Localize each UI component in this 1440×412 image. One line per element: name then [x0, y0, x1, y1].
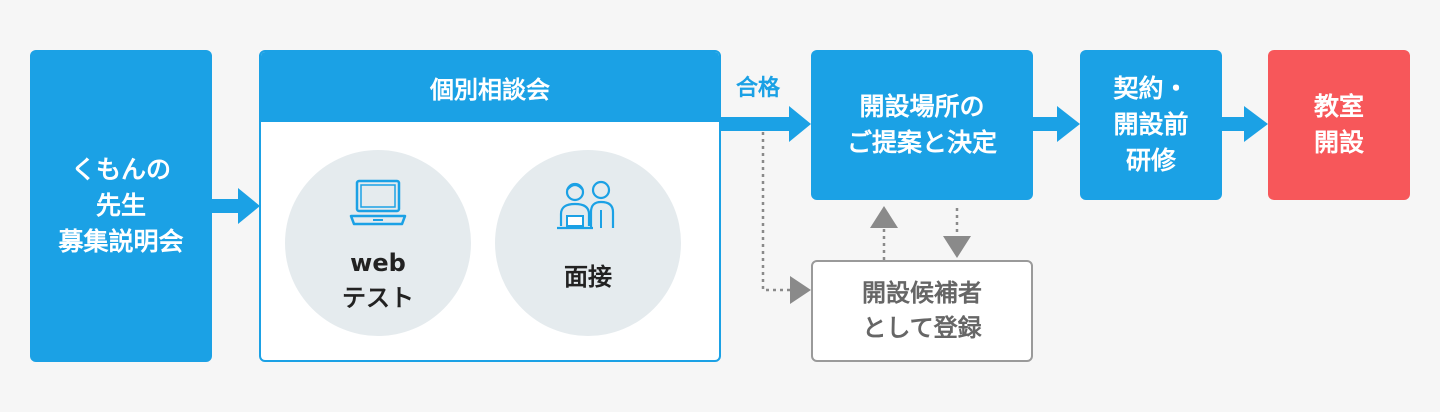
- interview-people-icon: [557, 180, 615, 230]
- dotted-arrow-candidate-to-proposal: [870, 206, 898, 260]
- interview-label: 面接: [564, 263, 612, 291]
- consultation-title: 個別相談会: [261, 52, 719, 122]
- interview-circle: 面接: [495, 150, 681, 336]
- arrow-contract-to-opening: [1222, 106, 1268, 142]
- pass-label: 合格: [736, 76, 781, 101]
- arrow-consultation-to-proposal: [719, 106, 811, 142]
- step-opening: 教室 開設: [1268, 50, 1410, 200]
- dotted-arrow-to-candidate: [761, 132, 811, 304]
- step-briefing: くもんの 先生 募集説明会: [30, 50, 212, 362]
- web-test-circle: web テスト: [285, 150, 471, 336]
- web-test-label: web テスト: [342, 249, 414, 312]
- dotted-arrow-proposal-to-candidate: [943, 208, 971, 258]
- laptop-icon: [349, 179, 407, 226]
- step-contract: 契約・ 開設前 研修: [1080, 50, 1222, 200]
- arrow-briefing-to-consultation: [212, 188, 260, 224]
- step-candidate-registration: 開設候補者 として登録: [811, 260, 1033, 362]
- step-proposal: 開設場所の ご提案と決定: [811, 50, 1033, 200]
- step-consultation-panel: 個別相談会 web テスト 面接: [259, 50, 721, 362]
- arrow-proposal-to-contract: [1033, 106, 1080, 142]
